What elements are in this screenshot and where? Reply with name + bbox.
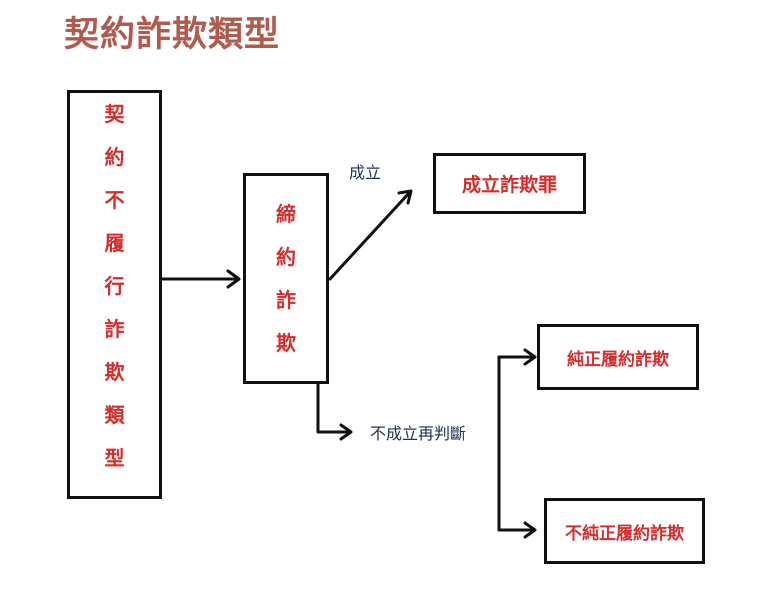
middle-char: 詐 xyxy=(276,288,296,312)
bracket-to-subtypes xyxy=(497,348,537,539)
impure-performance-fraud-text: 不純正履約詐欺 xyxy=(565,523,684,544)
middle-char: 締 xyxy=(276,202,296,226)
arrow-main-to-middle xyxy=(159,269,241,289)
middle-char: 欺 xyxy=(276,331,296,355)
main-char: 詐 xyxy=(104,317,125,341)
main-type-box: 契 約 不 履 行 詐 欺 類 型 xyxy=(67,90,162,499)
main-char: 履 xyxy=(104,231,125,255)
contract-fraud-box: 締 約 詐 欺 xyxy=(243,173,329,384)
main-char: 約 xyxy=(104,145,125,169)
impure-performance-fraud-box: 不純正履約詐欺 xyxy=(544,498,705,564)
page-title: 契約詐欺類型 xyxy=(64,15,281,55)
established-fraud-text: 成立詐欺罪 xyxy=(461,174,557,196)
middle-char: 約 xyxy=(276,245,296,269)
main-char: 不 xyxy=(104,188,125,212)
established-label: 成立 xyxy=(349,163,382,182)
established-fraud-box: 成立詐欺罪 xyxy=(433,153,586,214)
main-char: 類 xyxy=(104,403,125,427)
pure-performance-fraud-box: 純正履約詐欺 xyxy=(537,324,699,390)
arrow-to-established xyxy=(328,189,413,281)
not-established-label: 不成立再判斷 xyxy=(370,424,467,443)
main-char: 契 xyxy=(104,102,125,126)
pure-performance-fraud-text: 純正履約詐欺 xyxy=(567,349,669,370)
main-char: 型 xyxy=(104,446,125,470)
main-char: 欺 xyxy=(104,360,125,384)
arrow-to-not-established xyxy=(316,381,353,441)
main-char: 行 xyxy=(104,274,125,298)
